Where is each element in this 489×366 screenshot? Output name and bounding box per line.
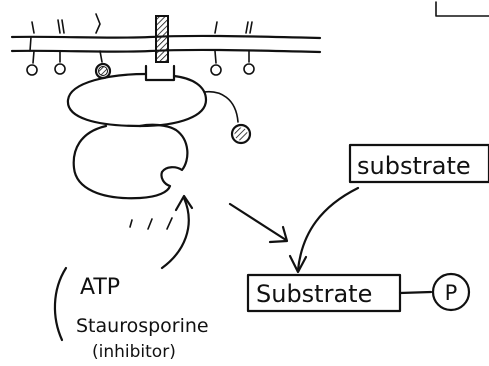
atp-label: ATP [80, 275, 120, 300]
lipid-group-right [210, 21, 255, 76]
phosphate-label: P [445, 281, 458, 305]
substrate-flow-arrow [296, 186, 360, 272]
staurosporine-label: Staurosporine [76, 315, 209, 337]
substrate-top-box [348, 143, 489, 184]
substrate-top-label: substrate [357, 152, 471, 180]
phosphate-bond [398, 290, 433, 295]
kinase-lower-lobe [72, 123, 189, 200]
kinase-upper-lobe [66, 72, 208, 128]
membrane-line-top [10, 34, 322, 40]
kinase-tail [203, 90, 239, 123]
tail-terminal-domain [230, 123, 252, 145]
receptor-transmembrane-segment [144, 15, 176, 82]
corner-box-fragment [435, 1, 489, 17]
atp-entry-arrow [160, 196, 190, 270]
ligand-bracket [53, 266, 68, 342]
inhibitor-label: (inhibitor) [92, 342, 176, 362]
phosphate-circle [431, 272, 471, 312]
anchored-lipid [94, 13, 112, 80]
tick-marks [129, 217, 173, 230]
substrate-bottom-label: Substrate [256, 280, 372, 308]
reaction-arrow [228, 202, 288, 242]
lipid-group-left [26, 19, 66, 76]
